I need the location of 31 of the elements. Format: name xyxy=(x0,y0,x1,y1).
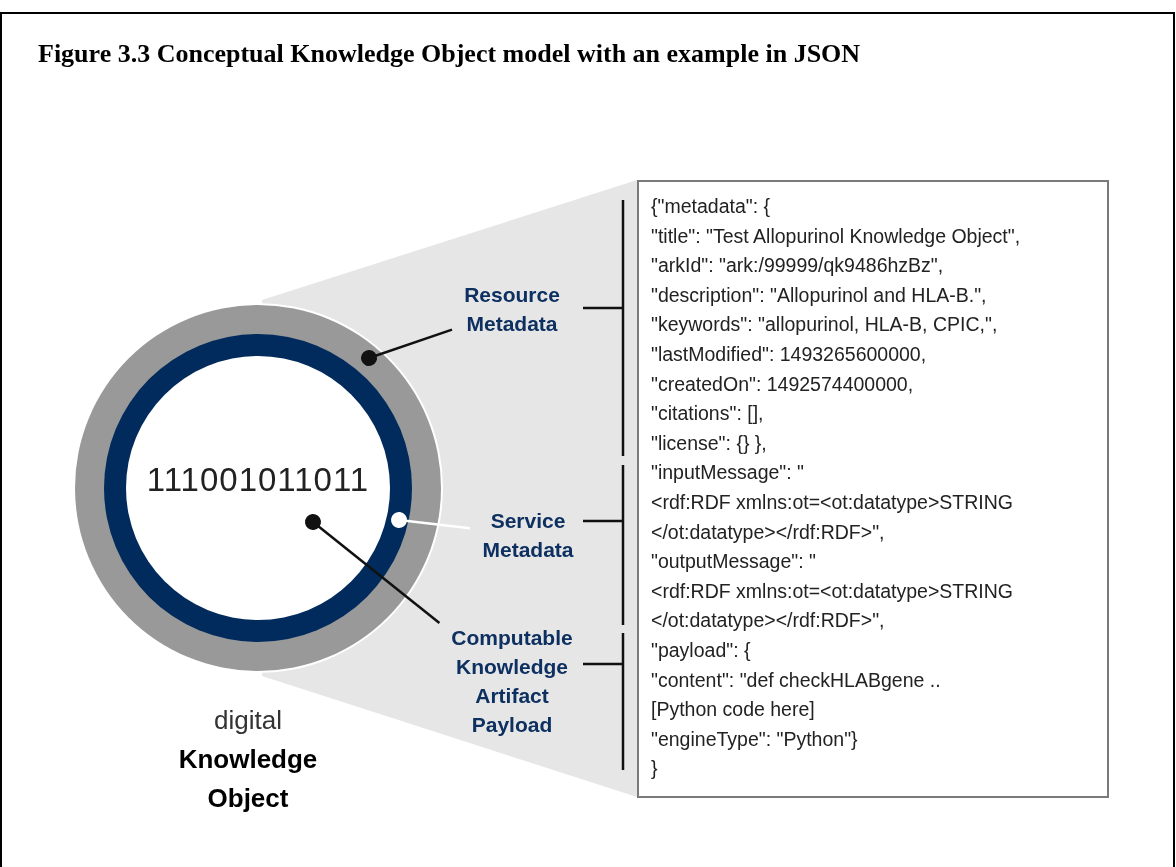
code-line: "content": "def checkHLABgene .. xyxy=(651,667,941,693)
code-line: "payload": { xyxy=(651,637,751,663)
leader-line xyxy=(391,512,471,530)
code-line: {"metadata": { xyxy=(651,194,770,219)
leader-line xyxy=(305,514,441,624)
code-line: "outputMessage": " xyxy=(651,549,816,575)
code-line: "license": {} }, xyxy=(651,430,767,456)
code-line: "engineType": "Python"} xyxy=(651,726,858,752)
code-line: "keywords": "allopurinol, HLA-B, CPIC,", xyxy=(651,312,998,338)
code-line: } xyxy=(651,756,658,782)
component-label: Service Metadata xyxy=(481,508,575,563)
code-line: "title": "Test Allopurinol Knowledge Object", xyxy=(651,223,1021,249)
code-line: </ot:datatype></rdf:RDF>", xyxy=(651,608,885,634)
component-label: Resource Metadata xyxy=(463,282,561,337)
code-box xyxy=(637,180,1109,798)
code-line: "arkId": "ark:/99999/qk9486hzBz", xyxy=(651,253,944,279)
code-line: "createdOn": 1492574400000, xyxy=(651,371,914,397)
code-line: <rdf:RDF xmlns:ot=<ot:datatype>STRING xyxy=(651,489,1013,515)
code-line: "lastModified": 1493265600000, xyxy=(651,341,927,367)
code-line: "description": "Allopurinol and HLA-B.", xyxy=(651,282,987,308)
leader-line xyxy=(361,328,453,366)
figure-title: Figure 3.3 Conceptual Knowledge Object model with an example in JSON xyxy=(38,38,861,70)
component-label: Computable Knowledge Artifact Payload xyxy=(450,625,574,738)
code-line: "inputMessage": " xyxy=(651,460,804,486)
caption-text: digital xyxy=(214,704,282,737)
code-line: [Python code here] xyxy=(651,697,815,723)
code-line: <rdf:RDF xmlns:ot=<ot:datatype>STRING xyxy=(651,578,1013,604)
caption-text: Knowledge Object xyxy=(177,743,319,815)
code-line: </ot:datatype></rdf:RDF>", xyxy=(651,519,885,545)
binary-text: 111001011011 xyxy=(146,460,370,501)
code-line: "citations": [], xyxy=(651,401,764,427)
